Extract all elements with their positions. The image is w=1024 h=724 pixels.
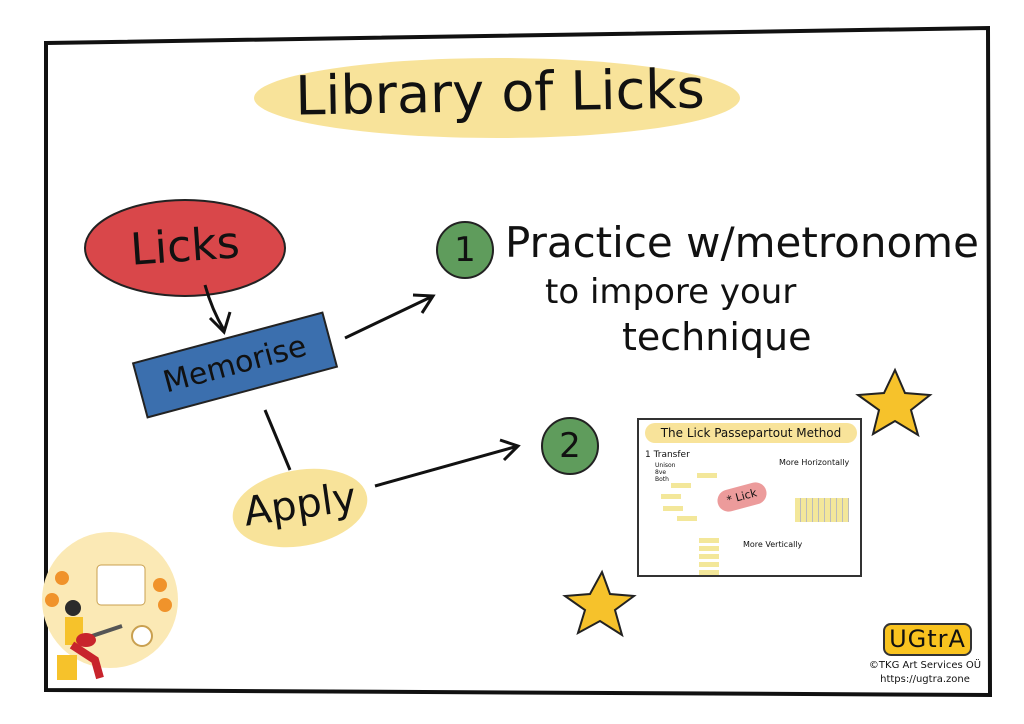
title-highlight <box>254 58 740 138</box>
thumbnail-vertical: More Vertically <box>743 540 803 549</box>
thumbnail-horizontal: More Horizontally <box>779 458 850 467</box>
step-1-text-line-1: Practice w/metronome <box>505 218 979 267</box>
thumbnail-transfer-item: 8ve <box>655 469 667 476</box>
arrow-licks-to-memorise <box>203 284 232 335</box>
arrow-to-step-1 <box>344 293 436 340</box>
ugtra-logo: UGtrA <box>883 623 972 656</box>
step-1-text-line-2: to impore your <box>545 272 797 312</box>
memorise-box <box>131 311 339 419</box>
lick-passepartout-thumbnail: The Lick Passepartout Method 1 Transfer … <box>637 418 862 577</box>
step-1-number: 1 <box>454 230 476 270</box>
step-2-number: 2 <box>559 426 581 466</box>
thumbnail-title: The Lick Passepartout Method <box>645 423 857 443</box>
step-1-circle <box>436 221 494 279</box>
arrow-to-step-2 <box>374 438 521 488</box>
step-1-text-line-3: technique <box>622 315 812 359</box>
thumbnail-lick: * Lick <box>715 479 769 515</box>
guitarist-illustration <box>42 532 178 680</box>
page-title: Library of Licks <box>294 57 706 128</box>
thumbnail-transfer: 1 Transfer <box>645 450 690 460</box>
star-icon <box>855 367 933 438</box>
step-2-circle <box>541 417 599 475</box>
frame-border <box>44 25 993 698</box>
star-icon <box>562 569 637 638</box>
copyright-text: ©TKG Art Services OÜ <box>868 660 982 671</box>
line-memorise-to-apply <box>263 409 292 471</box>
thumbnail-transfer-item: Unison <box>655 462 676 469</box>
licks-ellipse <box>84 199 286 297</box>
apply-highlight <box>232 468 368 548</box>
website-link[interactable]: https://ugtra.zone <box>880 674 970 685</box>
thumbnail-transfer-item: Both <box>655 476 669 483</box>
